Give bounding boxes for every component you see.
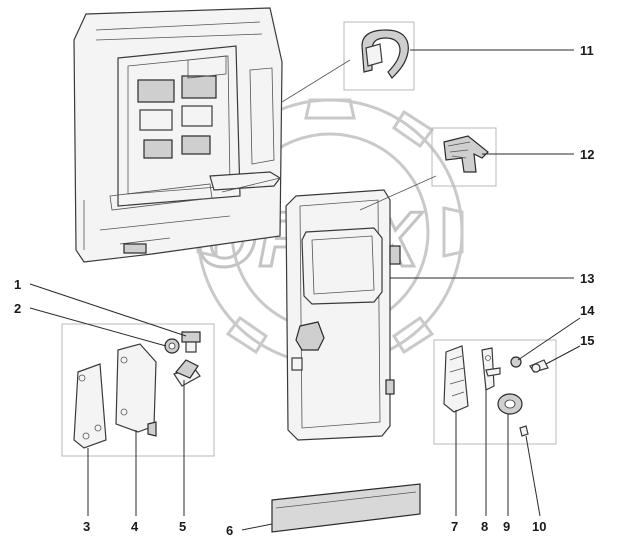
- seal-profile-12: [359, 127, 497, 211]
- callout-10: 10: [532, 519, 546, 534]
- callout-7: 7: [451, 519, 458, 534]
- callout-9: 9: [503, 519, 510, 534]
- callout-3: 3: [83, 519, 90, 534]
- callout-1: 1: [14, 277, 21, 292]
- callout-2: 2: [14, 301, 21, 316]
- pin-part-5: [173, 359, 201, 387]
- callout-12: 12: [580, 147, 594, 162]
- callout-13: 13: [580, 271, 594, 286]
- callout-4: 4: [131, 519, 139, 534]
- callout-11: 11: [580, 43, 594, 58]
- leader-lines: [29, 49, 581, 531]
- callout-15: 15: [580, 333, 594, 348]
- door-illustration: [221, 177, 401, 441]
- callout-14: 14: [580, 303, 595, 318]
- callout-5: 5: [179, 519, 186, 534]
- washer-part-2: [164, 338, 180, 354]
- screw-part-10: [519, 425, 529, 437]
- cab-illustration: [73, 7, 283, 263]
- lock-assembly-box: [433, 339, 557, 445]
- callout-6: 6: [226, 523, 233, 538]
- callout-labels: 1 2 3 4 5 6 7 8 9 10 11 12 13 14 15: [14, 43, 595, 538]
- callout-8: 8: [481, 519, 488, 534]
- bolt-part-15: [529, 359, 549, 373]
- hinge-plate-part-4: [115, 343, 157, 437]
- bracket-part-8: [481, 347, 501, 391]
- gasket-part-3: [73, 363, 107, 449]
- pad-part-7: [443, 345, 469, 413]
- seal-profile-11: [281, 21, 415, 103]
- hinge-assembly-box: [61, 323, 215, 457]
- bolt-part-1: [181, 331, 201, 353]
- sill-strip-part-6: [271, 483, 421, 533]
- bushing-part-9: [497, 393, 523, 415]
